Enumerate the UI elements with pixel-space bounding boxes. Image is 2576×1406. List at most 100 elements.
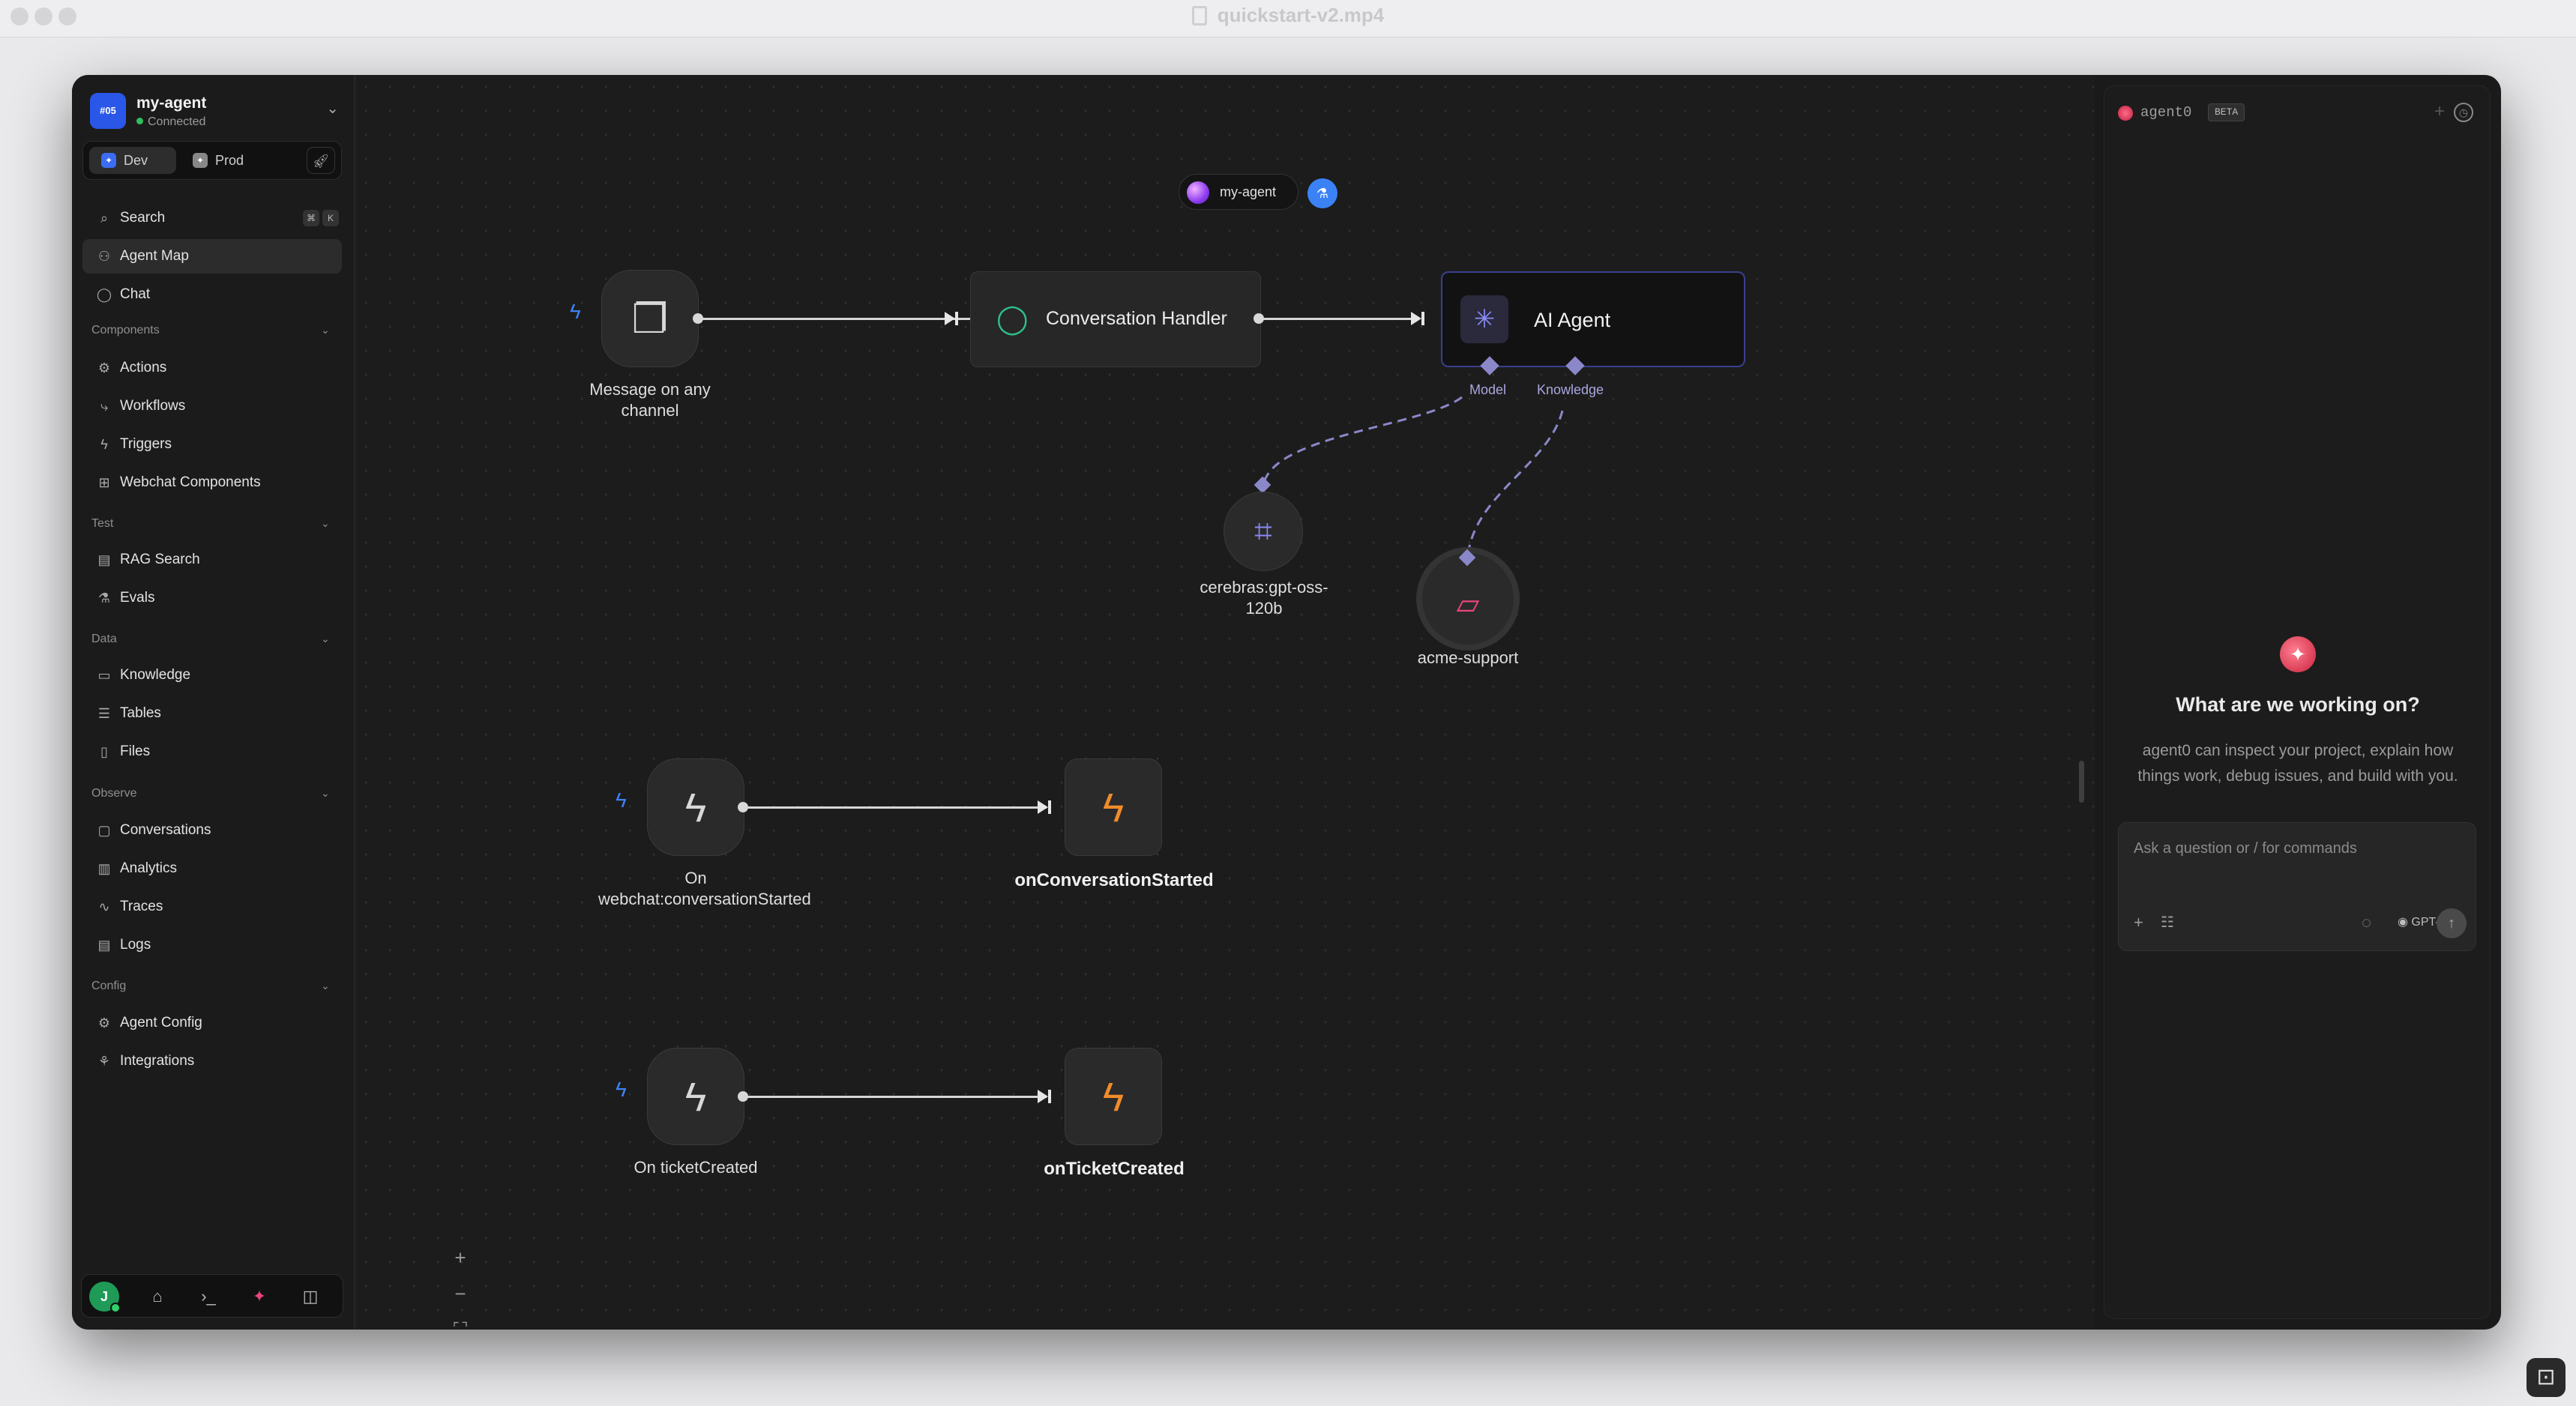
env-dev-button[interactable]: ✦Dev — [89, 147, 176, 174]
workflow-ticket-created-node[interactable]: ϟ — [1065, 1048, 1162, 1145]
trigger-conversation-started-label: On webchat:conversationStarted — [598, 869, 811, 908]
lightning-icon: ϟ — [684, 785, 707, 830]
sidebar-item-agent-map[interactable]: ⚇Agent Map — [82, 239, 342, 274]
workspace-switcher[interactable]: #05 my-agent Connected ⌄ — [90, 88, 345, 133]
sidebar-item-evals[interactable]: ⚗Evals — [82, 581, 342, 615]
video-title: quickstart-v2.mp4 — [1217, 4, 1385, 26]
sidebar-item-workflows[interactable]: ⤷Workflows — [82, 389, 342, 423]
home-icon[interactable]: ⌂ — [152, 1287, 163, 1306]
folder-icon: ▭ — [97, 668, 111, 683]
screen-capture-icon[interactable]: ⊡ — [2527, 1358, 2566, 1397]
zoom-in-icon[interactable]: + — [454, 1246, 466, 1269]
sidebar-item-analytics[interactable]: ▥Analytics — [82, 851, 342, 886]
ai-agent-node[interactable]: ✳ AI Agent — [1441, 271, 1745, 367]
model-connection — [1262, 396, 1463, 486]
sidebar-item-agent-config[interactable]: ⚙Agent Config — [82, 1006, 342, 1040]
edge-handler-to-agent — [1263, 318, 1412, 320]
sidebar-item-search[interactable]: ⌕Search ⌘K — [82, 201, 342, 235]
trigger-ticket-created-node[interactable]: ϟ — [647, 1048, 744, 1145]
trigger-message-label: Message on any channel — [589, 380, 711, 420]
chevron-down-icon[interactable]: ⌄ — [326, 100, 339, 117]
terminal-icon[interactable]: ›_ — [201, 1287, 216, 1306]
panel-resize-handle[interactable] — [2079, 761, 2084, 803]
sidebar-item-logs[interactable]: ▤Logs — [82, 928, 342, 962]
bar-chart-icon: ▥ — [97, 861, 111, 876]
edge-ticket-created — [747, 1096, 1047, 1098]
document-search-icon: ▤ — [97, 552, 111, 567]
trigger-lightning-icon: ϟ — [616, 1078, 627, 1101]
prod-env-icon: ✦ — [193, 153, 208, 168]
chevron-down-icon: ⌄ — [321, 324, 330, 336]
status-dot — [136, 118, 143, 124]
trigger-lightning-icon: ϟ — [570, 300, 581, 323]
workspace-logo: #05 — [90, 93, 126, 129]
sidebar-item-files[interactable]: ▯Files — [82, 734, 342, 769]
workspace-name: my-agent — [136, 94, 207, 112]
sparkle-icon: ✦ — [2280, 636, 2316, 672]
settings-sliders-icon[interactable]: ☷ — [2161, 914, 2174, 931]
chat-input[interactable] — [2134, 833, 2456, 863]
zoom-traffic-light[interactable] — [58, 7, 76, 25]
send-arrow-icon[interactable]: ↑ — [2437, 908, 2467, 938]
lightning-icon: ϟ — [100, 437, 108, 452]
chat-composer: + ☷ ◌ ◉ GPT-5.5 ⌄ ↑ — [2118, 822, 2476, 951]
workflow-conversation-started-node[interactable]: ϟ — [1065, 758, 1162, 856]
attach-plus-icon[interactable]: + — [2134, 913, 2143, 932]
panel-toggle-icon[interactable]: ◫ — [302, 1287, 319, 1306]
zoom-out-icon[interactable]: − — [454, 1282, 466, 1305]
agent0-icon[interactable]: ✦ — [252, 1287, 267, 1306]
sidebar-item-rag-search[interactable]: ▤RAG Search — [82, 543, 342, 577]
agent-pill[interactable]: my-agent — [1179, 174, 1298, 210]
output-port[interactable] — [738, 802, 748, 812]
env-prod-button[interactable]: ✦Prod — [181, 147, 269, 174]
new-chat-icon[interactable]: + — [2434, 101, 2445, 121]
sidebar-item-webchat-components[interactable]: ⊞Webchat Components — [82, 465, 342, 500]
file-icon: ▯ — [100, 744, 108, 759]
close-traffic-light[interactable] — [10, 7, 28, 25]
trigger-conversation-started-node[interactable]: ϟ — [647, 758, 744, 856]
knowledge-node-label: acme-support — [1417, 648, 1519, 667]
section-test[interactable]: Test⌄ — [91, 517, 330, 530]
agent-orb-icon — [1187, 181, 1209, 204]
connection-status: Connected — [136, 115, 205, 129]
conversation-handler-node[interactable]: ◯ Conversation Handler — [970, 271, 1261, 367]
output-port[interactable] — [738, 1091, 748, 1102]
sidebar-item-chat[interactable]: ◯Chat — [82, 277, 342, 312]
chat-bubble-icon: ◯ — [996, 304, 1029, 335]
lightning-icon: ϟ — [684, 1075, 707, 1120]
output-port[interactable] — [1254, 313, 1264, 324]
chevron-down-icon: ⌄ — [321, 517, 330, 529]
model-node[interactable]: ⌗ — [1224, 492, 1303, 571]
section-observe[interactable]: Observe⌄ — [91, 787, 330, 800]
knowledge-connection — [1466, 410, 1564, 557]
sidebar-item-conversations[interactable]: ▢Conversations — [82, 813, 342, 848]
app-window: #05 my-agent Connected ⌄ ✦Dev ✦Prod 🚀︎ ⌕… — [72, 75, 2501, 1330]
zoom-controls: + − ⛶ ↺ — [441, 1240, 480, 1330]
panel-header: agent0 BETA + ◷ — [2118, 98, 2478, 125]
sidebar-item-actions[interactable]: ⚙Actions — [82, 351, 342, 385]
agent-map-icon: ⚇ — [97, 249, 111, 264]
deploy-rocket-icon[interactable]: 🚀︎ — [307, 147, 335, 174]
trigger-message-node[interactable]: ❐ — [601, 270, 699, 367]
minimize-traffic-light[interactable] — [34, 7, 52, 25]
test-flask-icon[interactable]: ⚗ — [1307, 178, 1337, 208]
conversation-handler-label: Conversation Handler — [1046, 308, 1227, 329]
panel-subtitle: agent0 can inspect your project, explain… — [2137, 742, 2458, 785]
sidebar-item-tables[interactable]: ☰Tables — [82, 696, 342, 731]
section-config[interactable]: Config⌄ — [91, 980, 330, 992]
section-components[interactable]: Components⌄ — [91, 324, 330, 337]
fit-view-icon[interactable]: ⛶ — [453, 1318, 468, 1330]
openai-icon: ◉ — [2398, 916, 2412, 929]
integrations-icon: ⚘ — [97, 1054, 111, 1069]
folder-icon: ▱ — [1456, 588, 1480, 621]
workflow-ticket-created-label: onTicketCreated — [1044, 1159, 1185, 1179]
section-data[interactable]: Data⌄ — [91, 633, 330, 645]
history-clock-icon[interactable]: ◷ — [2454, 103, 2473, 122]
output-port[interactable] — [693, 313, 703, 324]
kbd-k: K — [322, 210, 339, 226]
sidebar-item-knowledge[interactable]: ▭Knowledge — [82, 658, 342, 693]
avatar[interactable]: J — [89, 1282, 121, 1313]
sidebar-item-traces[interactable]: ∿Traces — [82, 890, 342, 924]
sidebar-item-integrations[interactable]: ⚘Integrations — [82, 1044, 342, 1078]
